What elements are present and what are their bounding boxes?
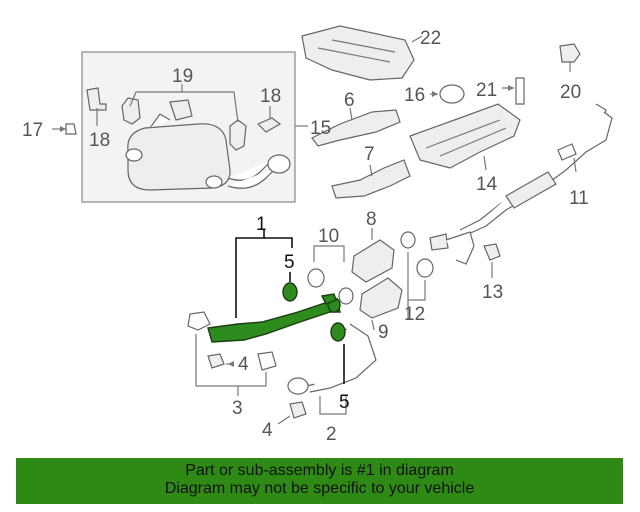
gasket-3b [257, 351, 277, 371]
callout-4-lower: 4 [262, 420, 273, 441]
gasket-3a [187, 311, 211, 331]
callout-1: 1 [256, 214, 267, 235]
callout-8: 8 [366, 209, 377, 230]
callout-4-upper: 4 [238, 354, 249, 375]
heat-shield-7 [331, 159, 411, 199]
callout-6: 6 [344, 90, 355, 111]
exhaust-parts-diagram: 1 5 5 2 3 4 4 6 7 8 9 10 11 12 13 14 15 … [22, 25, 613, 445]
hanger-left [121, 97, 141, 125]
heat-shield-6 [311, 109, 401, 147]
callout-20: 20 [560, 82, 581, 103]
callout-5-lower: 5 [339, 392, 350, 413]
flange-rear [429, 233, 449, 251]
arrow-head-icon [60, 126, 66, 132]
gasket-12b [416, 258, 434, 278]
nut-4b [289, 401, 307, 419]
callout-13: 13 [482, 282, 503, 303]
bracket-18-right [256, 117, 282, 133]
callout-21: 21 [476, 80, 497, 101]
hanger-right [229, 119, 247, 151]
callout-10: 10 [318, 226, 339, 247]
ring-5-lower [330, 322, 346, 342]
gasket-12a [400, 231, 416, 249]
muffler-assembly [125, 113, 291, 191]
nut-4a [207, 353, 225, 369]
callout-19: 19 [172, 66, 193, 87]
heat-shield-14 [409, 103, 521, 169]
callout-16: 16 [404, 85, 425, 106]
arrow-head-icon [228, 361, 234, 367]
arrow-head-icon [432, 91, 438, 97]
callout-3: 3 [232, 398, 243, 419]
banner-line-1: Part or sub-assembly is #1 in diagram [185, 462, 454, 479]
converter-8 [351, 239, 395, 283]
info-banner: Part or sub-assembly is #1 in diagram Di… [16, 458, 623, 504]
callout-14: 14 [476, 174, 498, 195]
callout-5-upper: 5 [284, 252, 295, 273]
callout-11: 11 [569, 188, 589, 209]
callout-17: 17 [22, 120, 43, 141]
bracket-18-left [86, 87, 107, 111]
callout-15: 15 [310, 118, 331, 139]
callout-9: 9 [378, 322, 389, 343]
hanger-center [169, 99, 193, 121]
callout-7: 7 [364, 144, 375, 165]
gasket-10a [307, 268, 325, 288]
highlighted-pipe-1 [207, 293, 341, 343]
callout-22: 22 [420, 28, 441, 49]
gasket-10b [338, 287, 354, 305]
callout-18-right: 18 [260, 86, 281, 107]
gasket-16 [439, 84, 465, 104]
callout-18-left: 18 [89, 130, 110, 151]
nut-20 [559, 43, 581, 63]
bolt-21 [515, 77, 525, 105]
banner-line-2: Diagram may not be specific to your vehi… [164, 480, 475, 497]
callout-12: 12 [404, 304, 425, 325]
converter-9 [359, 277, 403, 319]
ring-5-upper [282, 282, 298, 302]
callout-2: 2 [326, 424, 337, 445]
heat-shield-22 [301, 25, 415, 81]
clip-17 [65, 123, 77, 135]
hanger-13 [483, 243, 501, 261]
arrow-head-icon [508, 85, 514, 91]
